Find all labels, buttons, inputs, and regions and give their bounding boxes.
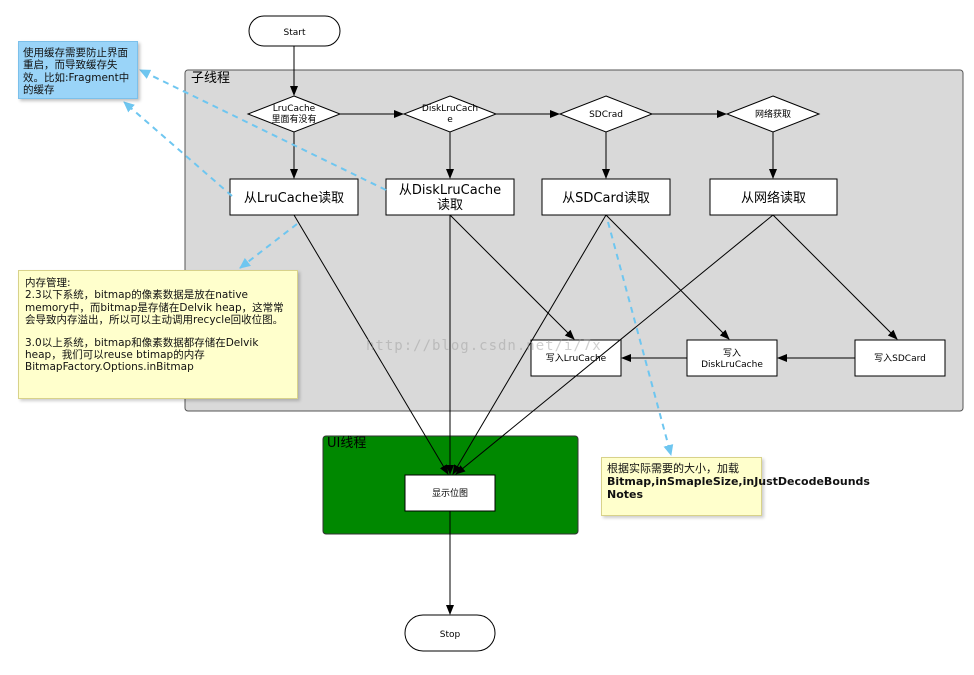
watermark: http://blog.csdn.net/i/7x (366, 338, 602, 354)
sub-thread-label: 子线程 (191, 71, 230, 86)
edge-read-sdcard-to-display (452, 214, 607, 475)
edge-read-disk-to-write-lru (449, 214, 575, 340)
note-cache-text: 使用缓存需要防止界面重启，而导致缓存失效。比如:Fragment中的缓存 (23, 47, 130, 97)
stop-terminal (404, 614, 496, 652)
dashed-read-lru-to-cache-note (123, 101, 233, 197)
read-lrucache-label: 从LruCache读取 (244, 191, 344, 206)
decision-disk-line1: DiskLruCach (422, 104, 478, 114)
display-bitmap-box (404, 474, 496, 512)
note-bitmap-line2: Bitmap,inSmapleSize,inJustDecodeBounds N… (607, 474, 870, 501)
note-memory-title: 内存管理: (25, 277, 71, 289)
decision-network-label: 网络获取 (755, 108, 791, 120)
note-memory-p2: 3.0以上系统，bitmap和像素数据都存储在Delvik heap，我们可以r… (25, 336, 259, 374)
edge-read-sdcard-to-write-disk (605, 214, 730, 340)
read-disklrucache-box (385, 178, 515, 216)
read-lrucache-box (229, 178, 359, 216)
note-cache-warning: 使用缓存需要防止界面重启，而导致缓存失效。比如:Fragment中的缓存 (18, 41, 138, 99)
write-sdcard-label: 写入SDCard (874, 353, 926, 364)
note-memory-management: 内存管理: 2.3以下系统，bitmap的像素数据是放在native memor… (18, 270, 298, 399)
read-sdcard-label: 从SDCard读取 (562, 191, 650, 206)
read-disk-line2: 读取 (437, 198, 463, 213)
edge-read-network-to-write-sd (772, 214, 898, 340)
write-lrucache-box (530, 339, 622, 377)
decision-lrucache-line2: 里面有没有 (271, 113, 316, 125)
read-network-box (709, 178, 838, 216)
edge-read-network-to-display (455, 214, 774, 475)
note-bitmap-loading: 根据实际需要的大小，加载 Bitmap,inSmapleSize,inJustD… (601, 457, 870, 516)
ui-thread-label: UI线程 (327, 436, 366, 451)
note-memory-gap (25, 327, 291, 337)
edge-read-lrucache-to-display (293, 214, 449, 475)
read-network-label: 从网络读取 (741, 190, 806, 206)
read-disk-line1: 从DiskLruCache (399, 183, 501, 198)
decision-sdcard-label: SDCrad (589, 110, 623, 120)
decision-disk-line2: e (447, 115, 453, 125)
write-disk-line2: DiskLruCache (701, 360, 763, 370)
dashed-read-disk-to-cache-note (139, 69, 387, 191)
note-bitmap-line1: 根据实际需要的大小，加载 (607, 462, 739, 475)
display-bitmap-label: 显示位图 (432, 487, 468, 499)
write-lrucache-label: 写入LruCache (546, 353, 607, 364)
start-label: Start (284, 28, 306, 38)
stop-label: Stop (440, 630, 461, 640)
dashed-read-lru-to-memory-note (239, 223, 298, 269)
write-disk-line1: 写入 (723, 348, 741, 359)
dashed-read-sd-to-bitmap-note (607, 221, 674, 456)
note-memory-p1: 2.3以下系统，bitmap的像素数据是放在native memory中，而bi… (25, 289, 284, 327)
write-sdcard-box (854, 339, 946, 377)
sub-thread-region (184, 69, 964, 412)
read-sdcard-box (541, 178, 671, 216)
decision-lrucache-line1: LruCache (273, 104, 316, 114)
